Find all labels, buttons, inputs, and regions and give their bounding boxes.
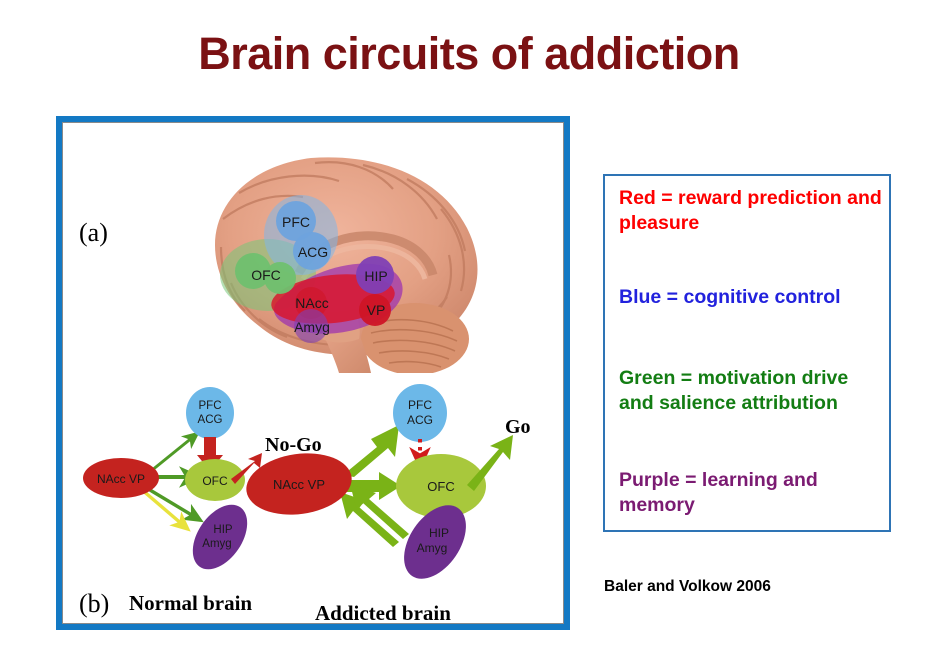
- region-node-hip: [356, 256, 394, 294]
- node-nacc-vp-addicted: [246, 453, 352, 515]
- brain-label-hip: HIP: [364, 268, 387, 284]
- node-label-nacc-vp-normal: NAcc VP: [97, 472, 145, 486]
- brain-sagittal-svg: PFC ACG OFC HIP NAcc VP Amyg: [215, 157, 478, 373]
- node-label-amyg-addicted: Amyg: [417, 541, 448, 555]
- brain-label-ofc: OFC: [251, 267, 281, 283]
- node-label-acg-addicted: ACG: [407, 413, 433, 427]
- node-label-ofc-normal: OFC: [202, 474, 228, 488]
- normal-brain-circuit: PFC ACG NAcc VP OFC HIP Amyg: [83, 387, 322, 570]
- region-node-pfc: [276, 201, 316, 241]
- legend-entry-red: Red = reward prediction and pleasure: [619, 187, 882, 234]
- region-node-acg: [293, 232, 331, 270]
- node-pfc-acg-normal: [186, 387, 234, 439]
- citation-text: Baler and Volkow 2006: [604, 578, 771, 595]
- circuit-diagram-svg: PFC ACG NAcc VP OFC HIP Amyg: [83, 384, 531, 579]
- arrow-hip-to-nacc-addicted-b: [350, 484, 409, 539]
- node-label-pfc-addicted: PFC: [408, 398, 432, 412]
- figure-inner: PFC ACG OFC HIP NAcc VP Amyg: [62, 122, 564, 624]
- figure-frame: PFC ACG OFC HIP NAcc VP Amyg: [56, 116, 570, 630]
- node-label-ofc-addicted: OFC: [427, 479, 454, 494]
- page-title: Brain circuits of addiction: [198, 28, 740, 79]
- node-label-hip-addicted: HIP: [429, 526, 449, 540]
- caption-normal-brain: Normal brain: [129, 591, 253, 615]
- node-label-pfc-normal: PFC: [199, 400, 222, 412]
- legend-entry-green: Green = motivation drive and salience at…: [619, 367, 849, 414]
- node-hip-amyg-addicted: [404, 505, 466, 579]
- node-hip-amyg-normal: [192, 504, 248, 570]
- color-legend-box: Red = reward prediction and pleasure Blu…: [603, 174, 891, 532]
- arrow-nacc-to-ofc-addicted: [341, 472, 401, 500]
- node-pfc-acg-addicted: [393, 384, 447, 442]
- brain-label-vp: VP: [367, 302, 386, 318]
- arrow-hip-to-nacc-addicted-a: [340, 492, 399, 547]
- legend-entry-blue: Blue = cognitive control: [619, 286, 841, 308]
- brain-label-pfc: PFC: [282, 214, 310, 230]
- output-label-no-go: No-Go: [265, 434, 322, 456]
- arrow-nacc-to-pfc-addicted: [343, 425, 399, 477]
- node-ofc-addicted: [396, 454, 486, 518]
- region-node-ofc2: [264, 262, 296, 294]
- panel-a-brain-image: PFC ACG OFC HIP NAcc VP Amyg: [63, 123, 563, 373]
- panel-b-circuit-diagrams: PFC ACG NAcc VP OFC HIP Amyg: [63, 367, 563, 585]
- caption-addicted-brain: Addicted brain: [315, 601, 451, 624]
- output-label-go: Go: [505, 416, 531, 438]
- node-label-nacc-vp-addicted: NAcc VP: [273, 477, 325, 492]
- arrow-nacc-to-pfc-normal: [150, 431, 200, 473]
- panel-a-label: (a): [79, 218, 108, 247]
- node-ofc-normal: [185, 459, 245, 501]
- node-nacc-vp-normal: [83, 458, 159, 498]
- node-label-hip-normal: HIP: [213, 524, 233, 536]
- brain-label-amyg: Amyg: [294, 319, 330, 335]
- region-node-ofc1: [235, 253, 271, 289]
- brain-label-acg: ACG: [298, 244, 328, 260]
- arrow-yellow-normal: [139, 487, 191, 532]
- node-label-acg-normal: ACG: [198, 414, 223, 426]
- output-arrow-no-go: [231, 453, 262, 484]
- addicted-brain-circuit: PFC ACG NAcc VP OFC HIP Amyg: [246, 384, 531, 579]
- region-node-vp: [359, 294, 391, 326]
- node-label-amyg-normal: Amyg: [202, 538, 231, 550]
- legend-entry-purple: Purple = learning and memory: [619, 469, 818, 516]
- output-arrow-go: [467, 435, 513, 491]
- brain-label-nacc: NAcc: [295, 295, 328, 311]
- panel-b-label: (b): [79, 589, 110, 618]
- region-node-amyg: [294, 309, 328, 343]
- brain-region-overlays: PFC ACG OFC HIP NAcc VP Amyg: [220, 195, 403, 343]
